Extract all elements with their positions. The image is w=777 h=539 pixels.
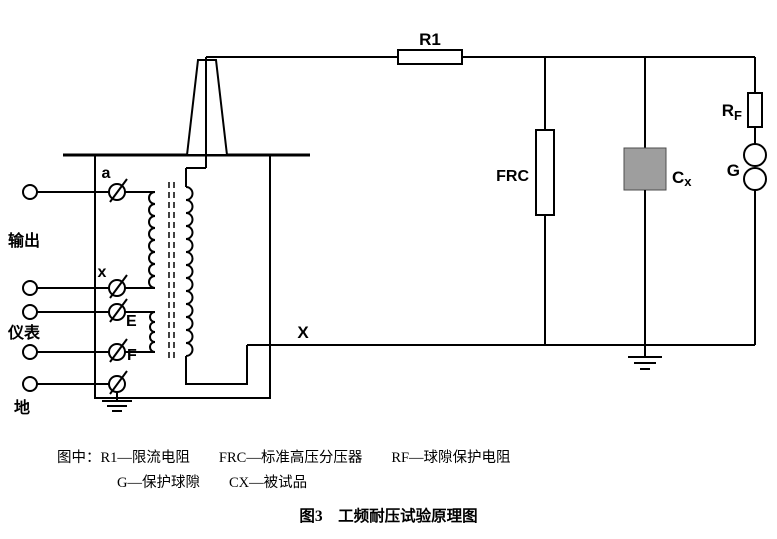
earth-terminal xyxy=(22,376,38,392)
terminal-f: F xyxy=(108,338,137,364)
test-object-cx-body xyxy=(623,147,667,191)
legend-line-2: G—保护球隙 CX—被试品 xyxy=(117,475,308,491)
divider-frc-body xyxy=(535,129,555,216)
terminal-e-slash xyxy=(109,298,128,323)
terminal-f-slash xyxy=(109,338,128,363)
earth-label: 地 xyxy=(14,398,30,417)
x-terminal-label: X xyxy=(297,323,309,342)
legend-line-1: 图中：R1—限流电阻 FRC—标准高压分压器 RF—球隙保护电阻 xyxy=(57,450,511,466)
rf-label-sub: F xyxy=(734,108,742,123)
terminal-e: E xyxy=(108,298,137,330)
meter-label: 仪表 xyxy=(7,323,41,342)
terminal-f-label: F xyxy=(127,347,137,364)
tank-body xyxy=(94,154,271,399)
terminal-a-label: a xyxy=(102,165,111,182)
meter-terminal-1 xyxy=(22,304,38,320)
output-label: 输出 xyxy=(8,231,40,250)
ground-symbol-transformer xyxy=(102,392,132,412)
ball-gap-sphere-bottom xyxy=(743,167,767,191)
meter-winding-ef xyxy=(149,311,156,353)
terminal-earth xyxy=(108,370,128,395)
terminal-a: a xyxy=(102,165,128,203)
divider-frc-branch: FRC xyxy=(496,57,555,345)
external-terminals xyxy=(22,184,109,392)
terminal-x-label: x xyxy=(98,264,107,281)
terminal-x: x xyxy=(98,264,128,299)
output-terminal-1 xyxy=(22,184,38,200)
test-transformer: a x E F xyxy=(7,57,310,417)
protection-branch-rf-g: RF G xyxy=(722,57,767,345)
test-object-cx-branch: Cx xyxy=(623,57,692,370)
bottom-bus-wire: X xyxy=(247,323,755,346)
terminal-a-slash xyxy=(109,178,128,203)
resistor-rf-body xyxy=(747,92,763,128)
rf-label-main: R xyxy=(722,101,734,120)
terminal-x-slash xyxy=(109,274,128,299)
lv-winding-ax xyxy=(148,191,156,289)
divider-frc-label: FRC xyxy=(496,168,529,185)
terminal-earth-slash xyxy=(109,370,128,395)
ball-gap-sphere-top xyxy=(743,143,767,167)
resistor-r1-body xyxy=(397,49,463,65)
ground-symbol-cx xyxy=(628,345,662,370)
resistor-r1: R1 xyxy=(397,30,463,65)
hv-winding-return-wire xyxy=(185,345,248,385)
cx-label-main: C xyxy=(672,168,684,187)
output-terminal-2 xyxy=(22,280,38,296)
hv-winding xyxy=(185,186,194,357)
resistor-rf-label: RF xyxy=(722,101,742,123)
figure-caption: 图3 工频耐压试验原理图 xyxy=(299,508,478,525)
terminal-e-label: E xyxy=(126,313,137,330)
meter-terminal-2 xyxy=(22,344,38,360)
cx-label-sub: x xyxy=(684,174,692,189)
resistor-r1-label: R1 xyxy=(419,30,441,49)
test-object-cx-label: Cx xyxy=(672,168,692,189)
ball-gap-label: G xyxy=(727,161,740,180)
